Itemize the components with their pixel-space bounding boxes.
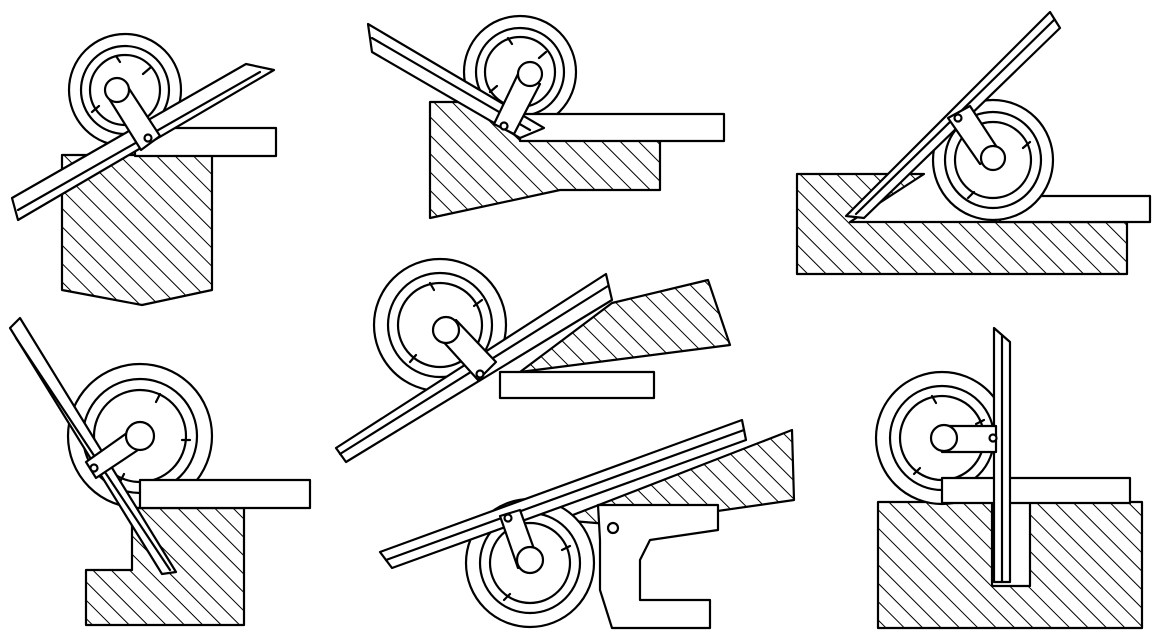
clamp-arm [946, 104, 1007, 172]
panel-bottom-right [874, 326, 1144, 630]
clamp-arm [929, 423, 998, 454]
panel-bottom-center [378, 418, 796, 630]
stock-base [138, 478, 312, 510]
stock-frame [596, 503, 720, 630]
stock-base [940, 476, 1132, 505]
panel-middle-center [334, 257, 732, 464]
clamp-arm [84, 420, 156, 480]
workpiece-block [518, 278, 732, 374]
clamp-arm [103, 76, 162, 152]
panel-bottom-left [8, 316, 312, 627]
blade [8, 316, 178, 576]
panel-top-center [366, 14, 726, 220]
clamp-arm [498, 508, 545, 575]
blade [378, 418, 748, 570]
clamp-arm [492, 60, 544, 136]
panel-top-left [10, 32, 278, 307]
stock-base [498, 370, 656, 400]
clamp-arm [431, 315, 498, 382]
panel-top-right [795, 10, 1152, 276]
stock-base [518, 112, 726, 143]
